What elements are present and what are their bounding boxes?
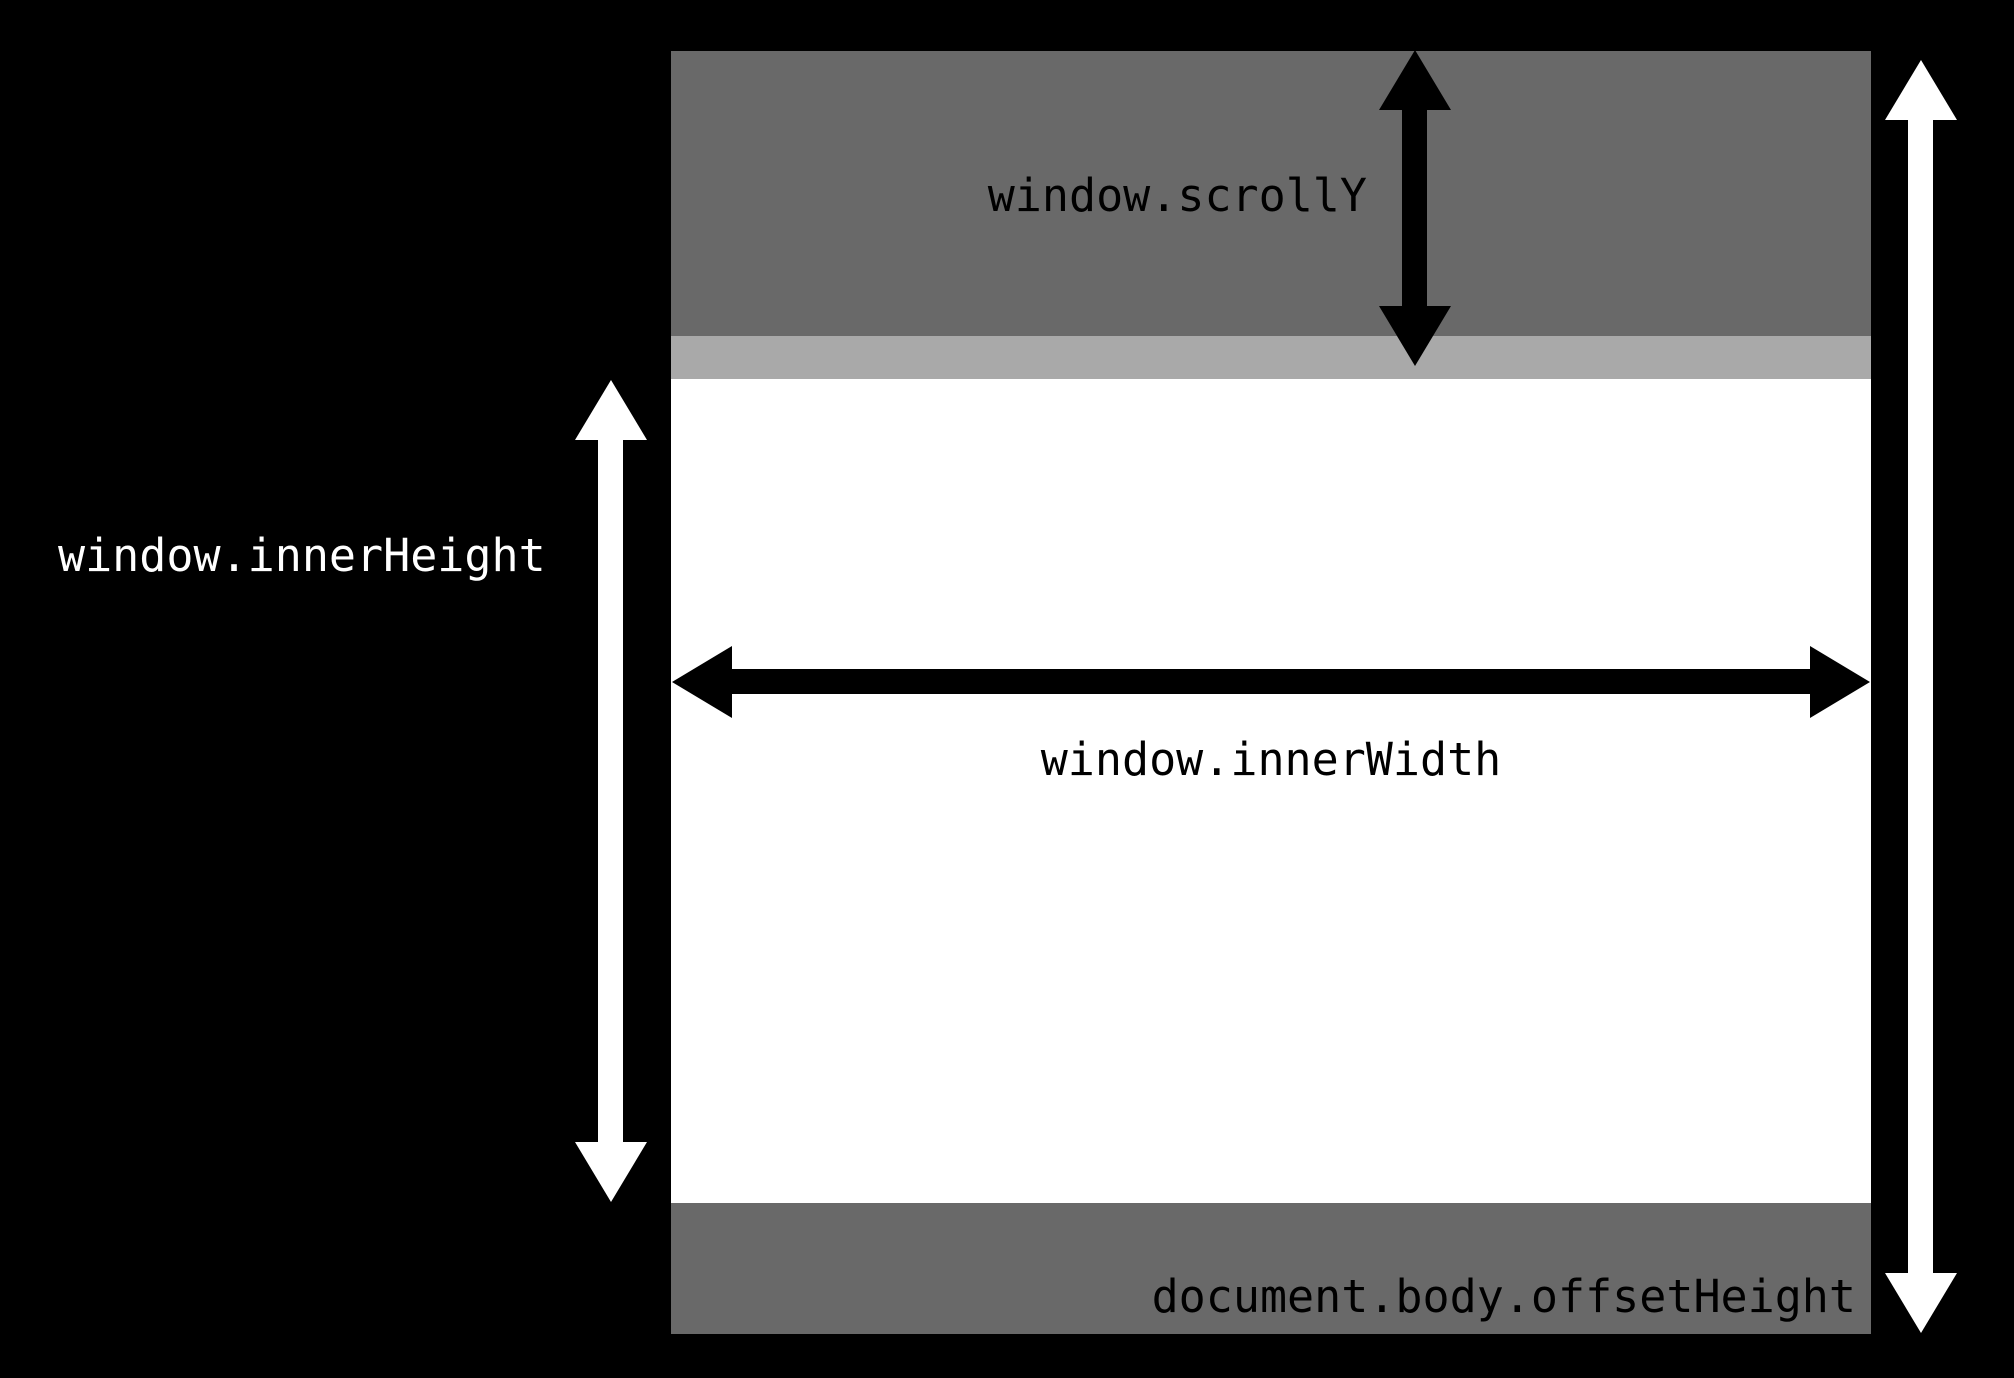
scrolled-above-region — [671, 51, 1871, 336]
offset-height-arrow-icon — [1885, 60, 1957, 1333]
arrowhead-down-icon — [575, 1142, 647, 1202]
inner-height-arrow-icon — [575, 380, 647, 1202]
below-viewport-region: document.body.offsetHeight — [671, 1203, 1871, 1334]
arrowhead-up-icon — [1885, 60, 1957, 120]
arrowhead-down-icon — [1885, 1273, 1957, 1333]
arrowhead-left-icon — [672, 646, 732, 718]
inner-height-label: window.innerHeight — [58, 529, 546, 582]
offset-height-label: document.body.offsetHeight — [1151, 1270, 1856, 1323]
arrowhead-up-icon — [575, 380, 647, 440]
arrow-shaft — [598, 435, 623, 1147]
document-rectangle: document.body.offsetHeight — [671, 51, 1871, 1334]
arrowhead-down-icon — [1379, 306, 1451, 366]
arrow-shaft — [727, 669, 1815, 694]
arrow-shaft — [1402, 105, 1427, 311]
inner-width-arrow-icon — [672, 646, 1870, 718]
arrowhead-right-icon — [1810, 646, 1870, 718]
visible-viewport-region — [671, 379, 1871, 1203]
arrowhead-up-icon — [1379, 50, 1451, 110]
inner-width-label: window.innerWidth — [1040, 733, 1502, 786]
arrow-shaft — [1908, 115, 1933, 1278]
scroll-y-arrow-icon — [1379, 50, 1451, 366]
partially-visible-strip — [671, 336, 1871, 379]
scroll-y-label: window.scrollY — [987, 169, 1367, 222]
